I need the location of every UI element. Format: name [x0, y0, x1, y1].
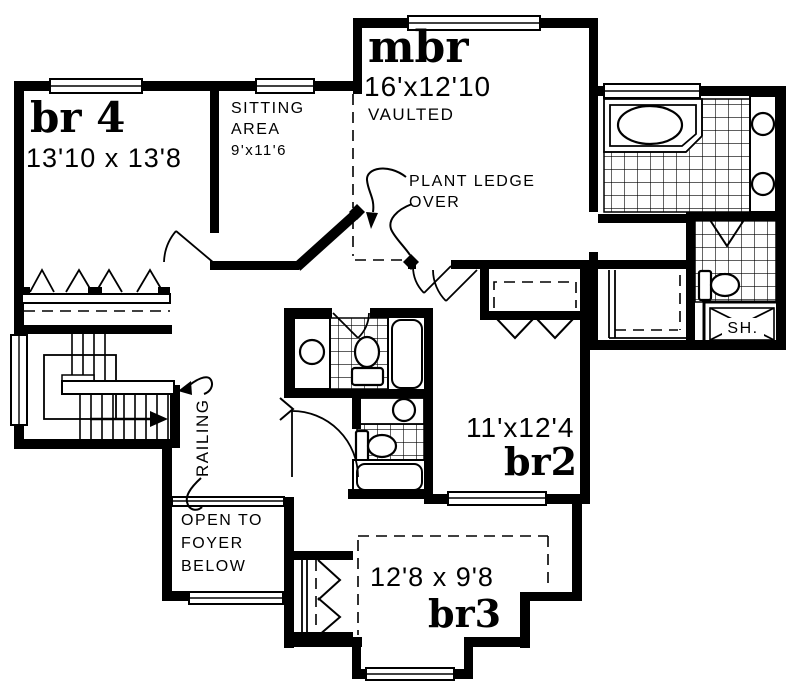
fixtures: SH. [293, 95, 782, 495]
open-foyer-line1: OPEN TO [181, 512, 263, 529]
railing-leader-bottom [185, 477, 203, 511]
window [188, 591, 284, 605]
window [447, 491, 547, 506]
windows [10, 15, 701, 681]
shower-stall: SH. [702, 300, 782, 348]
window [49, 78, 143, 94]
br3-name: br3 [428, 591, 501, 636]
stair-railing [61, 380, 175, 395]
door-bath2 [279, 397, 359, 478]
br3-closet [301, 559, 342, 637]
bath2-vanity [356, 397, 425, 425]
bath1-vanity [293, 317, 331, 390]
sink [750, 171, 776, 197]
br2-closet [493, 281, 577, 340]
bath1-bathtub [387, 315, 427, 393]
plant-ledge-line2: OVER [409, 194, 460, 211]
sink [750, 111, 776, 137]
doors [163, 219, 745, 478]
plant-ledge-leader [366, 167, 407, 213]
railing-label: RAILING [193, 398, 212, 477]
window [255, 78, 315, 94]
br4-dims: 13'10 x 13'8 [26, 143, 182, 173]
bifold-door [536, 318, 574, 340]
master-vanity [749, 95, 777, 213]
door-mbr [412, 265, 452, 294]
bath2-toilet [354, 429, 398, 463]
window [10, 334, 28, 426]
door-br2 [432, 269, 478, 302]
bifold-door [496, 318, 534, 340]
mbr-dims: 16'x12'10 [364, 71, 491, 102]
closet-hanger-zigzag [29, 268, 164, 293]
bifold-door [317, 559, 342, 601]
dashed-lines [349, 94, 549, 635]
mbr-note: VAULTED [368, 105, 454, 124]
br2-dims: 11'x12'4 [466, 412, 574, 443]
staircase [43, 334, 175, 444]
br2-name: br2 [504, 439, 577, 484]
door-toilet-compartment [709, 219, 745, 248]
door-br4 [163, 230, 215, 264]
sitting-line1: SITTING [231, 100, 305, 117]
railing-leader-top [182, 376, 214, 395]
node-diamond [403, 254, 419, 270]
window [407, 15, 541, 31]
plant-ledge-line1: PLANT LEDGE [409, 173, 535, 190]
sitting-dims: 9'x11'6 [231, 142, 287, 159]
master-walkin-closet [608, 270, 686, 339]
node-diamond [349, 204, 365, 220]
plant-ledge-leader-2 [389, 203, 413, 256]
closet-shelf [21, 293, 171, 304]
foyer-railing [171, 496, 285, 507]
bifold-door [317, 597, 342, 637]
br4-closet [18, 268, 171, 312]
room-labels: br 4 13'10 x 13'8 SITTING AREA 9'x11'6 m… [26, 22, 577, 636]
master-toilet [697, 269, 741, 302]
arrowhead [366, 212, 378, 229]
door-bath1 [332, 312, 370, 339]
window [603, 83, 701, 99]
sink [391, 397, 417, 423]
bath2-bathtub [352, 459, 427, 495]
master-bathtub [603, 98, 703, 153]
closet-rod [493, 281, 577, 308]
open-foyer-line3: BELOW [181, 558, 246, 575]
shower-label: SH. [727, 320, 758, 337]
br3-dims: 12'8 x 9'8 [370, 562, 494, 592]
bath1-toilet [350, 335, 385, 387]
sink [298, 338, 326, 366]
sitting-line2: AREA [231, 121, 281, 138]
window [365, 667, 455, 681]
annotation-labels: PLANT LEDGE OVER RAILING OPEN TO FOYER B… [181, 173, 535, 575]
arrowhead [178, 381, 192, 395]
br4-name: br 4 [30, 93, 125, 142]
mbr-name: mbr [368, 22, 469, 73]
annotation-leaders [178, 167, 413, 511]
open-foyer-line2: FOYER [181, 535, 244, 552]
